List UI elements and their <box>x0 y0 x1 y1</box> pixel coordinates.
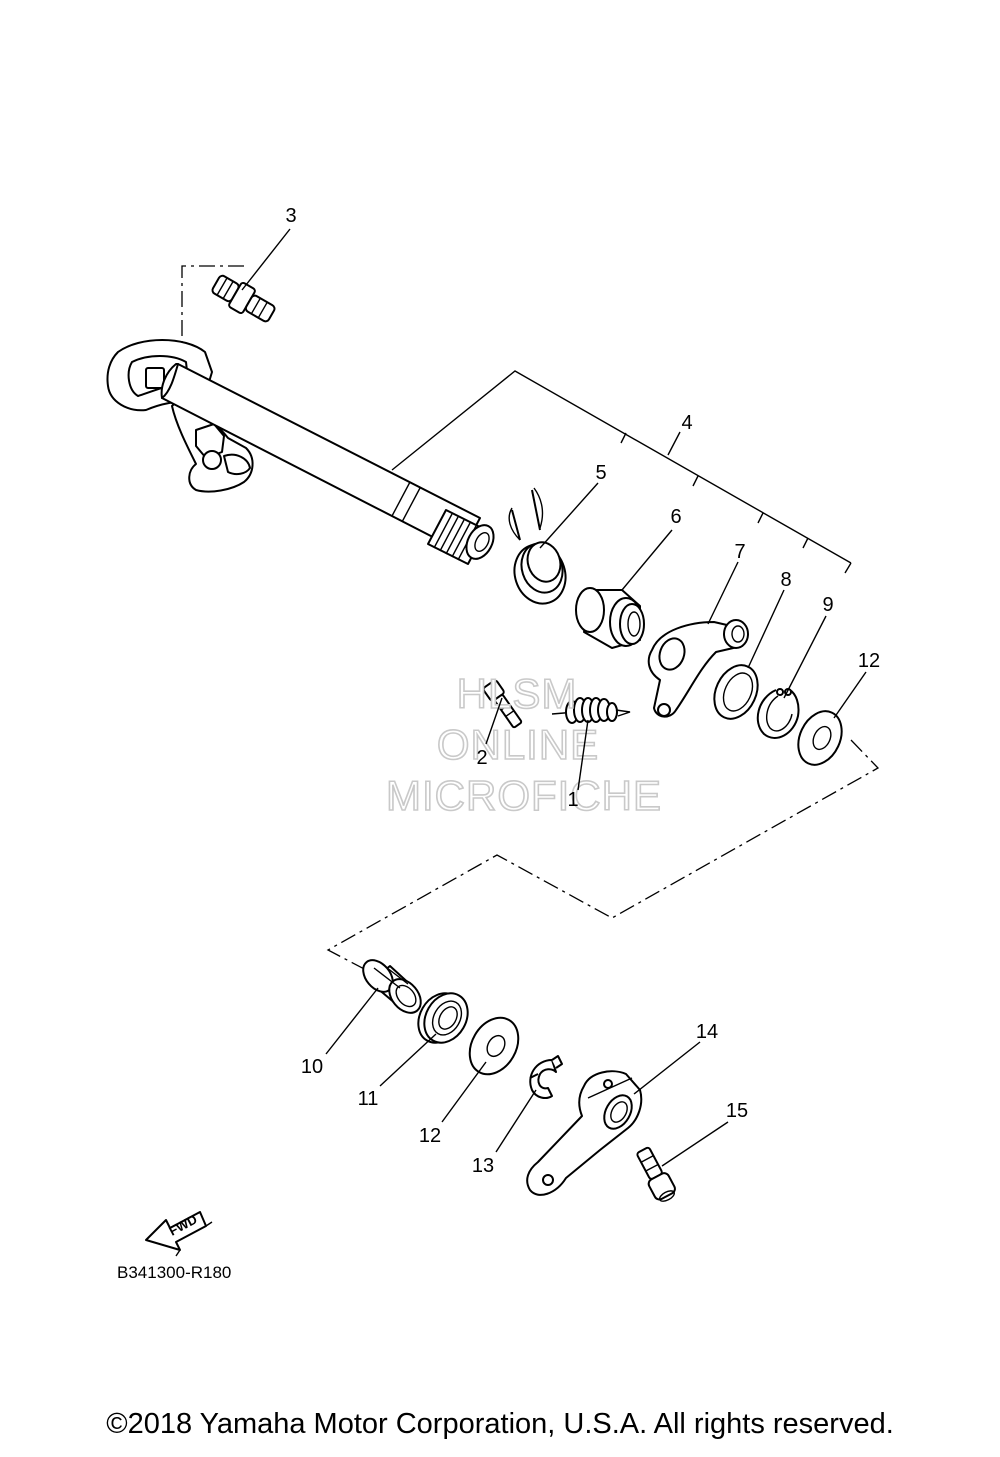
callout-5: 5 <box>595 462 606 484</box>
part-13-e-clip[interactable] <box>529 1055 563 1099</box>
diagram-ref-code: B341300-R180 <box>117 1263 231 1282</box>
part-8-washer[interactable] <box>706 658 766 726</box>
watermark-line-1: HLSM <box>457 670 578 717</box>
callout-8: 8 <box>780 569 791 591</box>
part-6-collar[interactable] <box>575 587 645 649</box>
fwd-arrow: FWD <box>145 1211 213 1257</box>
callout-12-lower: 12 <box>419 1125 441 1147</box>
watermark-line-3: MICROFICHE <box>386 772 662 819</box>
callout-numbers: 1 2 3 4 5 6 7 8 9 10 11 12 12 13 14 15 <box>285 205 880 1177</box>
callout-12-upper: 12 <box>858 650 880 672</box>
part-14-shift-arm[interactable] <box>526 1070 643 1196</box>
callout-6: 6 <box>670 506 681 528</box>
callout-7: 7 <box>734 541 745 563</box>
callout-2: 2 <box>476 747 487 769</box>
callout-13: 13 <box>472 1155 494 1177</box>
callout-3: 3 <box>285 205 296 227</box>
callout-9: 9 <box>822 594 833 616</box>
part-12-washer-lower[interactable] <box>460 1009 528 1083</box>
watermark: HLSM ONLINE MICROFICHE <box>385 669 662 820</box>
callout-4: 4 <box>681 412 692 434</box>
watermark-line-2: ONLINE <box>437 721 599 768</box>
part-9-circlip[interactable] <box>756 688 800 739</box>
part-11-oil-seal[interactable] <box>410 985 477 1050</box>
part-2-bolt[interactable] <box>482 679 525 730</box>
part-12-washer-upper[interactable] <box>790 704 850 772</box>
part-1-coil-spring[interactable] <box>551 697 631 724</box>
shift-shaft[interactable] <box>106 339 499 565</box>
callout-15: 15 <box>726 1100 748 1122</box>
assembly-4-bracket <box>391 370 852 574</box>
part-10-needle-bearing[interactable] <box>357 954 427 1018</box>
part-5-torsion-spring[interactable] <box>507 487 573 610</box>
callout-11: 11 <box>358 1088 379 1110</box>
callout-1: 1 <box>567 789 578 811</box>
callout-10: 10 <box>301 1056 323 1078</box>
callout-14: 14 <box>696 1021 718 1043</box>
part-7-stopper-lever[interactable] <box>647 619 749 718</box>
copyright-notice: ©2018 Yamaha Motor Corporation, U.S.A. A… <box>106 1408 894 1440</box>
phantom-lines <box>181 265 880 973</box>
part-15-bolt[interactable] <box>633 1145 679 1205</box>
part-3-stud-bolt[interactable] <box>209 271 278 327</box>
leader-lines <box>241 228 867 1167</box>
